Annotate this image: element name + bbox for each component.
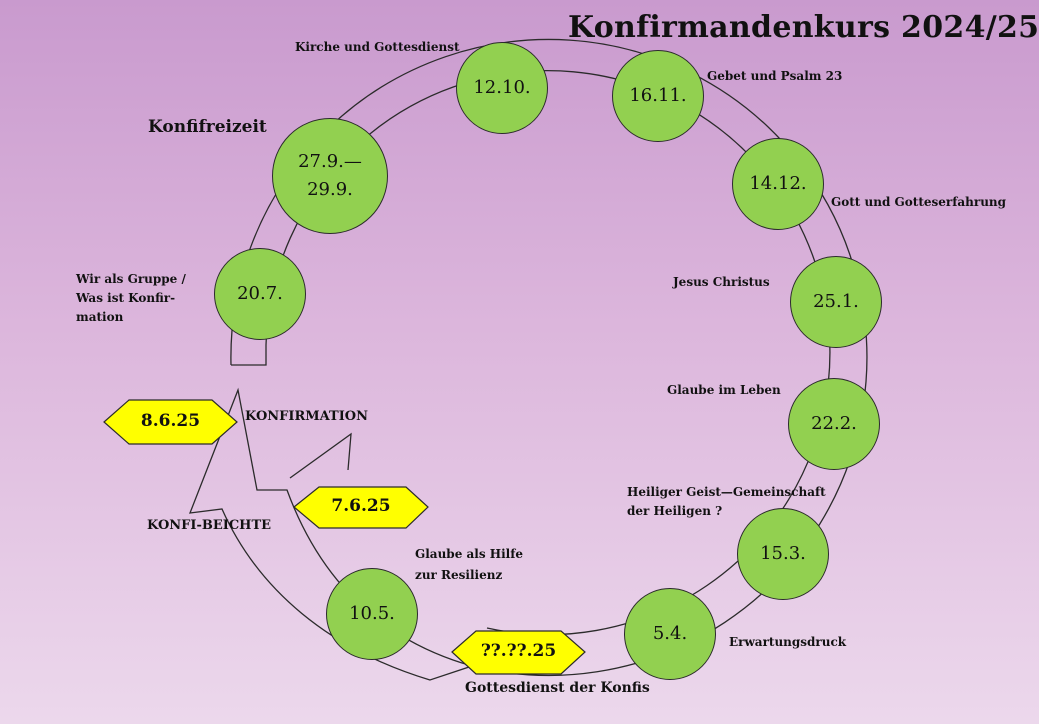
session-topic: Gott und Gotteserfahrung (831, 195, 1007, 209)
session-date: 15.3. (760, 543, 806, 564)
event-label: KONFI-BEICHTE (147, 518, 272, 533)
session-date: 25.1. (813, 291, 859, 312)
event-label: KONFIRMATION (245, 409, 368, 424)
session-circle: 12.10. (456, 42, 548, 134)
session-date: 5.4. (652, 623, 688, 644)
session-date: 10.5. (349, 603, 395, 624)
event-date: ??.??.25 (480, 641, 557, 661)
session-date: 22.2. (811, 413, 857, 434)
session-date: 20.7. (237, 283, 283, 304)
session-circle: 20.7. (214, 248, 306, 340)
session-topic: Erwartungsdruck (729, 635, 847, 649)
session-circle: 22.2. (788, 378, 880, 470)
session-circle: 27.9.— 29.9. (272, 118, 388, 234)
event-date: 7.6.25 (331, 496, 391, 516)
session-topic: Glaube im Leben (667, 383, 781, 397)
event-hexagon (293, 486, 429, 529)
session-topic: Jesus Christus (673, 275, 770, 289)
session-date: 14.12. (749, 173, 807, 194)
event-label: Gottesdienst der Konfis (465, 680, 650, 696)
session-circle: 15.3. (737, 508, 829, 600)
event-hexagon (451, 630, 586, 675)
session-circle: 25.1. (790, 256, 882, 348)
session-circle: 5.4. (624, 588, 716, 680)
session-topic: Wir als Gruppe / Was ist Konfir- mation (76, 272, 186, 324)
event-date: 8.6.25 (140, 411, 201, 431)
session-date: 16.11. (629, 85, 687, 106)
session-topic: Konfifreizeit (148, 117, 267, 137)
session-date: 12.10. (473, 77, 531, 98)
session-circle: 16.11. (612, 50, 704, 142)
session-topic: Gebet und Psalm 23 (707, 69, 843, 83)
session-circle: 14.12. (732, 138, 824, 230)
event-hexagon (103, 399, 238, 445)
session-circle: 10.5. (326, 568, 418, 660)
session-topic: Heiliger Geist—Gemeinschaft der Heiligen… (627, 485, 826, 518)
page-title: Konfirmandenkurs 2024/25 (568, 10, 1039, 45)
session-date: 27.9.— 29.9. (298, 151, 362, 200)
session-topic: Glaube als Hilfe zur Resilienz (415, 547, 524, 582)
session-topic: Kirche und Gottesdienst (295, 40, 460, 54)
